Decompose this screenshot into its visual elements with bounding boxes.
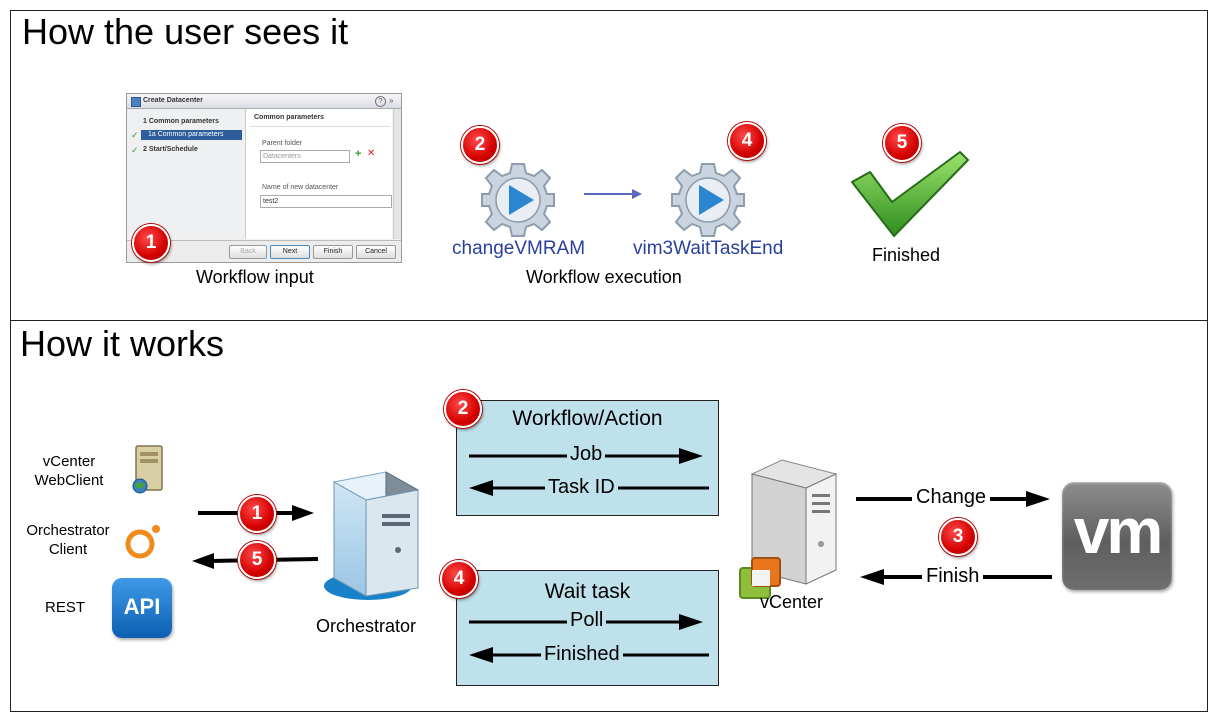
checkmark-icon [851, 151, 969, 237]
name-label: Name of new datacenter [262, 184, 339, 191]
wait-gear-icon [671, 163, 745, 237]
action-gear-icon [481, 163, 555, 237]
rest-label: REST [44, 599, 85, 616]
name-field[interactable]: test2 [260, 195, 392, 208]
dialog-form: Common parameters Parent folder Datacent… [246, 109, 392, 239]
step-1[interactable]: 1 Common parameters [143, 118, 219, 125]
finished-label: Finished [541, 643, 623, 666]
back-button[interactable]: Back [229, 245, 267, 259]
remove-icon[interactable]: ✕ [367, 148, 376, 159]
orchestrator-server-icon [324, 471, 420, 600]
workflow-execution-caption: Workflow execution [526, 267, 682, 287]
vcenter-logo-icon [739, 557, 781, 599]
orchestrator-client-label: Orchestrator Client [26, 522, 110, 558]
orchestrator-client-icon [125, 525, 160, 559]
step-badge-1-bottom: 1 [238, 495, 276, 533]
how-it-works-title: How it works [20, 323, 225, 364]
collapse-icon[interactable]: » [389, 96, 394, 105]
cancel-button[interactable]: Cancel [356, 245, 396, 259]
step-badge-3: 3 [939, 518, 977, 556]
action-vim3waittaskend-label: vim3WaitTaskEnd [633, 238, 784, 259]
step-badge-5-bottom: 5 [238, 541, 276, 579]
wait-task-title: Wait task [544, 580, 631, 603]
section-divider [250, 126, 390, 127]
finished-caption: Finished [872, 245, 941, 265]
vm-logo-text: vm [1073, 495, 1164, 567]
orchestrator-label: Orchestrator [316, 616, 417, 636]
next-button[interactable]: Next [270, 245, 310, 259]
step-badge-2: 2 [461, 126, 499, 164]
step-badge-4-bottom: 4 [440, 560, 478, 598]
job-label: Job [567, 443, 606, 466]
finish-label: Finish [922, 565, 984, 588]
workflow-input-dialog: Create Datacenter ? » 1 Common parameter… [126, 93, 402, 263]
step-badge-2-bottom: 2 [444, 390, 482, 428]
dialog-footer: Back Next Finish Cancel [127, 240, 401, 262]
poll-label: Poll [567, 609, 607, 632]
webclient-server-icon [132, 445, 163, 494]
task-id-label: Task ID [545, 476, 618, 499]
action-changevmram-label: changeVMRAM [452, 238, 586, 259]
check-icon: ✓ [131, 145, 139, 155]
parent-folder-label: Parent folder [262, 140, 303, 147]
workflow-action-title: Workflow/Action [512, 407, 663, 430]
user-view-title: How the user sees it [22, 11, 349, 52]
workflow-action-box: Workflow/Action Job Task ID [456, 400, 719, 516]
parent-folder-field[interactable]: Datacenters [260, 150, 350, 163]
add-icon[interactable]: + [355, 148, 362, 160]
dialog-scrollbar[interactable] [393, 109, 401, 239]
vcenter-label: vCenter [760, 592, 824, 612]
api-icon: API [112, 578, 172, 638]
step-badge-4: 4 [728, 122, 766, 160]
flow-arrow [584, 189, 642, 199]
dialog-titlebar: Create Datacenter ? » [127, 94, 401, 109]
step-2[interactable]: 2 Start/Schedule [143, 146, 198, 153]
workflow-input-caption: Workflow input [196, 267, 314, 287]
step-badge-1: 1 [132, 224, 170, 262]
section-header: Common parameters [254, 114, 325, 121]
step-1a[interactable]: 1a Common parameters [141, 130, 242, 140]
change-label: Change [912, 486, 991, 509]
finish-button[interactable]: Finish [313, 245, 353, 259]
dialog-icon [131, 97, 141, 107]
vm-logo: vm [1062, 482, 1172, 590]
play-icon [509, 185, 534, 215]
dialog-step-list: 1 Common parameters ✓ 1a Common paramete… [127, 109, 246, 239]
help-icon[interactable]: ? [375, 96, 386, 107]
dialog-title: Create Datacenter [143, 97, 203, 104]
wait-task-box: Wait task Poll Finished [456, 570, 719, 686]
vcenter-server-icon [750, 459, 838, 585]
step-badge-5: 5 [883, 124, 921, 162]
check-icon: ✓ [131, 130, 139, 140]
webclient-label: vCenter WebClient [34, 453, 104, 489]
api-icon-text: API [123, 594, 161, 619]
play-icon [699, 185, 724, 215]
